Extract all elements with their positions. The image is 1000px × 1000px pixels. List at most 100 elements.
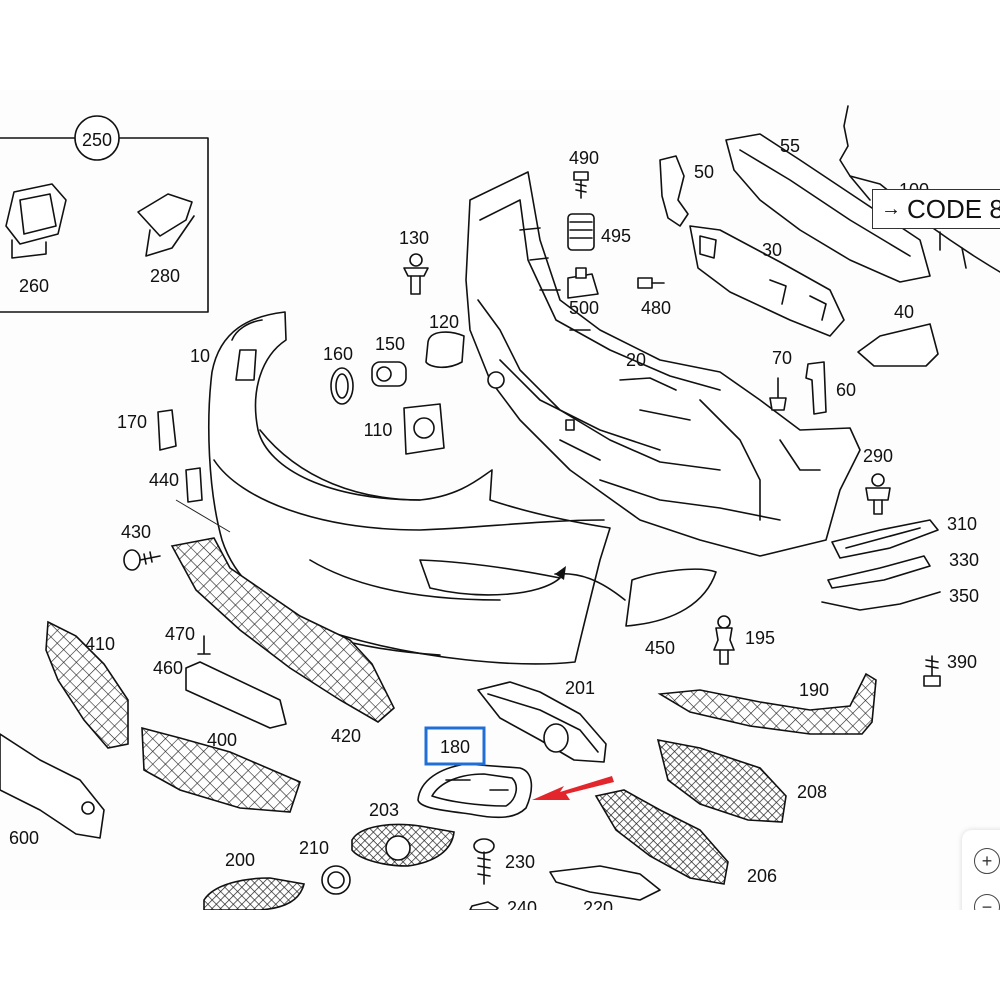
part-430-screw	[123, 549, 161, 571]
part-label-150: 150	[375, 334, 405, 354]
part-label-10: 10	[190, 346, 210, 366]
part-350-strip	[821, 591, 941, 611]
part-440-clip	[185, 467, 203, 503]
part-label-250: 250	[82, 130, 112, 150]
part-label-208: 208	[797, 782, 827, 802]
zoom-in-icon: +	[981, 851, 993, 871]
zoom-out-button[interactable]: −	[974, 894, 1000, 910]
part-label-240: 240	[507, 898, 537, 910]
group-250-circle	[74, 115, 120, 161]
part-label-190: 190	[799, 680, 829, 700]
part-label-400: 400	[207, 730, 237, 750]
part-label-495: 495	[601, 226, 631, 246]
part-label-470: 470	[165, 624, 195, 644]
part-150-sensor	[371, 361, 407, 387]
part-label-410: 410	[85, 634, 115, 654]
part-label-430: 430	[121, 522, 151, 542]
part-label-600: 600	[9, 828, 39, 848]
part-label-70: 70	[772, 348, 792, 368]
part-label-55: 55	[780, 136, 800, 156]
diagram-viewer[interactable]: 1020304050556070100110120130150160170190…	[0, 90, 1000, 910]
part-label-260: 260	[19, 276, 49, 296]
part-208-grille	[656, 738, 787, 823]
part-label-195: 195	[745, 628, 775, 648]
part-160-ring	[330, 367, 354, 405]
part-label-30: 30	[762, 240, 782, 260]
part-label-201: 201	[565, 678, 595, 698]
part-490-bolt	[573, 171, 589, 199]
part-30-absorber	[689, 225, 845, 337]
part-20-carrier	[465, 171, 861, 557]
part-495-nut	[567, 213, 595, 251]
highlight-box-180	[424, 726, 486, 766]
part-420-grille	[170, 537, 395, 723]
part-190-strip	[657, 672, 877, 735]
part-310-strip	[831, 519, 939, 559]
part-410-grille	[45, 620, 129, 749]
part-500-clip	[567, 267, 599, 299]
part-label-220: 220	[583, 898, 613, 910]
part-280-shape	[137, 193, 195, 257]
part-label-200: 200	[225, 850, 255, 870]
part-label-highlighted[interactable]: 180	[440, 737, 470, 757]
part-200-grille	[203, 877, 305, 910]
part-label-110: 110	[364, 420, 393, 440]
part-label-20: 20	[626, 350, 646, 370]
part-label-40: 40	[894, 302, 914, 322]
part-450-cap	[625, 568, 717, 627]
part-label-280: 280	[150, 266, 180, 286]
part-130-clip	[403, 253, 429, 295]
parts-diagram: 1020304050556070100110120130150160170190…	[0, 105, 1000, 910]
part-label-440: 440	[149, 470, 179, 490]
part-480-screw	[637, 277, 665, 289]
arrow-right-icon: →	[881, 197, 901, 220]
part-label-50: 50	[694, 162, 714, 182]
part-label-450: 450	[645, 638, 675, 658]
zoom-controls: + − •	[962, 830, 1000, 910]
part-label-490: 490	[569, 148, 599, 168]
part-203-grille	[351, 823, 455, 867]
part-110-bracket	[403, 403, 445, 455]
part-400-grille	[141, 726, 301, 813]
part-210-ring	[321, 865, 351, 895]
highlight-arrow	[532, 776, 614, 800]
zoom-out-icon: −	[981, 897, 993, 910]
part-label-290: 290	[863, 446, 893, 466]
part-labels: 1020304050556070100110120130150160170190…	[9, 130, 979, 910]
part-label-390: 390	[947, 652, 977, 672]
part-label-460: 460	[153, 658, 183, 678]
part-120-cap	[425, 331, 465, 369]
part-55-absorber	[725, 133, 931, 283]
part-label-310: 310	[947, 514, 977, 534]
part-600-panel	[0, 733, 105, 839]
part-195-clip	[713, 615, 735, 665]
part-label-230: 230	[505, 852, 535, 872]
part-70-clip	[769, 377, 787, 411]
part-label-160: 160	[323, 344, 353, 364]
part-170-clip	[157, 409, 177, 451]
part-label-500: 500	[569, 298, 599, 318]
part-470-pin	[197, 635, 211, 655]
part-390-screw	[923, 655, 941, 687]
part-230-screw	[473, 838, 495, 885]
part-201-surround	[477, 681, 607, 763]
part-label-350: 350	[949, 586, 979, 606]
part-label-203: 203	[369, 800, 399, 820]
part-label-420: 420	[331, 726, 361, 746]
part-label-210: 210	[299, 838, 329, 858]
part-240-nut	[469, 901, 499, 910]
part-330-strip	[827, 555, 931, 589]
zoom-in-button[interactable]: +	[974, 848, 1000, 874]
part-label-480: 480	[641, 298, 671, 318]
part-206-grille	[594, 789, 729, 885]
part-label-330: 330	[949, 550, 979, 570]
code-reference-box: → CODE 8	[872, 189, 1000, 229]
part-460-strip	[185, 661, 287, 729]
part-label-170: 170	[117, 412, 147, 432]
part-50-bracket	[659, 155, 689, 227]
part-label-130: 130	[399, 228, 429, 248]
part-260-shape	[5, 183, 67, 259]
code-label: CODE 8	[907, 193, 1000, 224]
part-450-leader-head	[555, 566, 566, 580]
part-60-bracket	[805, 361, 827, 415]
